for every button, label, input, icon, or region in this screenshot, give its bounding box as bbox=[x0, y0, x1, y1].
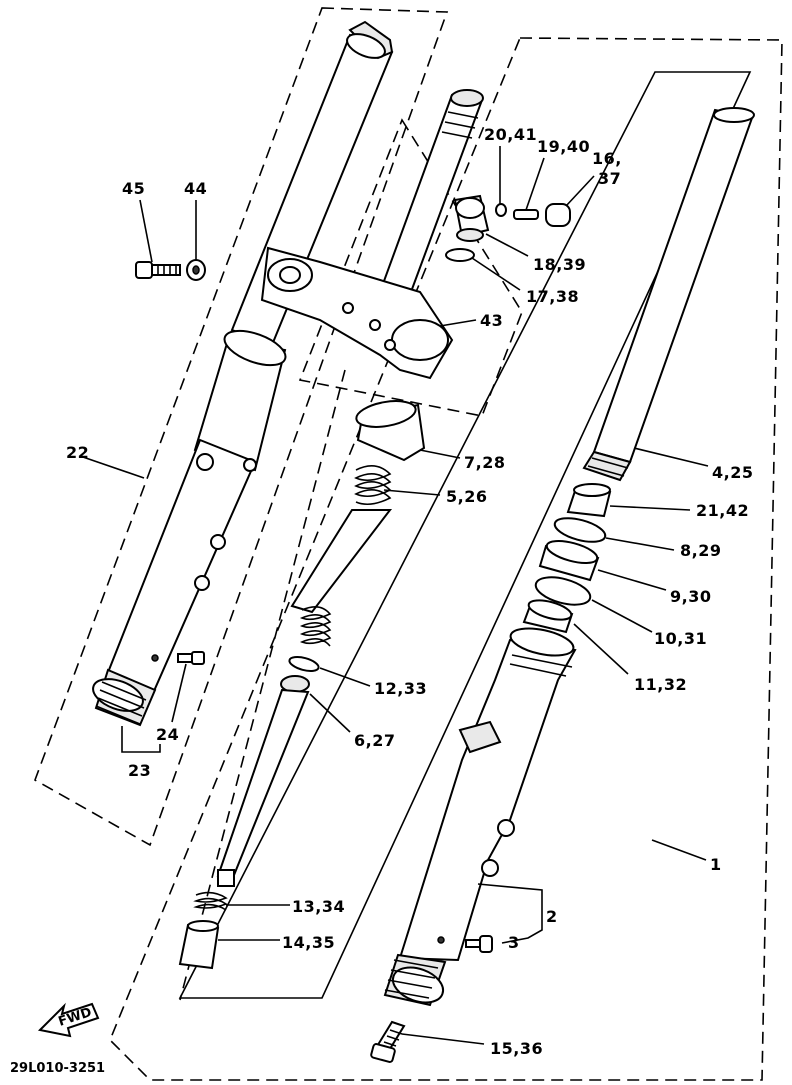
label-22: 22 bbox=[66, 443, 89, 462]
label-14-35: 14,35 bbox=[282, 933, 335, 952]
label-2: 2 bbox=[546, 907, 558, 926]
ring-20 bbox=[495, 203, 507, 217]
washer-17 bbox=[445, 248, 475, 262]
spring-13 bbox=[193, 891, 228, 911]
label-9-30: 9,30 bbox=[670, 587, 711, 606]
washer-8 bbox=[553, 517, 607, 543]
label-21-42: 21,42 bbox=[696, 501, 749, 520]
leader-lines bbox=[79, 146, 709, 1045]
fitting-19 bbox=[513, 209, 539, 220]
bolt-15 bbox=[370, 1020, 406, 1063]
label-12-33: 12,33 bbox=[374, 679, 427, 698]
label-13-34: 13,34 bbox=[292, 897, 345, 916]
label-18-39: 18,39 bbox=[533, 255, 586, 274]
bleed-bolt-3 bbox=[465, 935, 493, 953]
inner-parts-dashed-edge bbox=[179, 369, 346, 1001]
label-5-26: 5,26 bbox=[446, 487, 487, 506]
under-bracket bbox=[260, 246, 454, 380]
label-17-38: 17,38 bbox=[526, 287, 579, 306]
label-37: 37 bbox=[598, 169, 621, 188]
label-43: 43 bbox=[480, 311, 503, 330]
outer-tube-2 bbox=[383, 627, 577, 1007]
label-44: 44 bbox=[184, 179, 207, 198]
label-24: 24 bbox=[156, 725, 179, 744]
bolt-45 bbox=[135, 261, 181, 279]
stem-nut-18 bbox=[453, 194, 490, 242]
label-15-36: 15,36 bbox=[490, 1039, 543, 1058]
inner-parts-boundary bbox=[178, 71, 752, 999]
label-4-25: 4,25 bbox=[712, 463, 753, 482]
damper-rod-6 bbox=[216, 675, 310, 887]
washer-44 bbox=[186, 259, 206, 281]
label-10-31: 10,31 bbox=[654, 629, 707, 648]
bolt-24 bbox=[177, 651, 205, 665]
dust-seal-11 bbox=[522, 599, 574, 634]
label-45: 45 bbox=[122, 179, 145, 198]
steering-stem bbox=[378, 89, 484, 302]
part-labels: 45 44 20,41 19,40 16, 37 18,39 17,38 43 … bbox=[10, 125, 753, 1076]
label-7-28: 7,28 bbox=[464, 453, 505, 472]
label-3: 3 bbox=[508, 933, 520, 952]
clip-10 bbox=[534, 576, 592, 606]
spring-5 bbox=[290, 465, 393, 647]
label-6-27: 6,27 bbox=[354, 731, 395, 750]
cover-7 bbox=[355, 400, 426, 462]
label-19-40: 19,40 bbox=[537, 137, 590, 156]
bushing-21 bbox=[566, 483, 612, 518]
left-fork-leg bbox=[92, 20, 394, 727]
collar-14 bbox=[178, 920, 220, 970]
inner-tube-4 bbox=[582, 107, 755, 482]
forward-arrow-icon: FWD bbox=[37, 1002, 100, 1038]
right-fork-assembly-boundary bbox=[109, 37, 783, 1081]
label-16: 16, bbox=[592, 149, 622, 168]
diagram-code: 29L010-3251 bbox=[10, 1061, 105, 1076]
label-23: 23 bbox=[128, 761, 151, 780]
label-20-41: 20,41 bbox=[484, 125, 537, 144]
left-fork-assembly-boundary bbox=[34, 7, 449, 847]
oil-seal-9 bbox=[538, 540, 600, 582]
ring-12 bbox=[288, 656, 320, 672]
label-11-32: 11,32 bbox=[634, 675, 687, 694]
cap-16 bbox=[545, 203, 571, 227]
label-1: 1 bbox=[710, 855, 722, 874]
label-8-29: 8,29 bbox=[680, 541, 721, 560]
